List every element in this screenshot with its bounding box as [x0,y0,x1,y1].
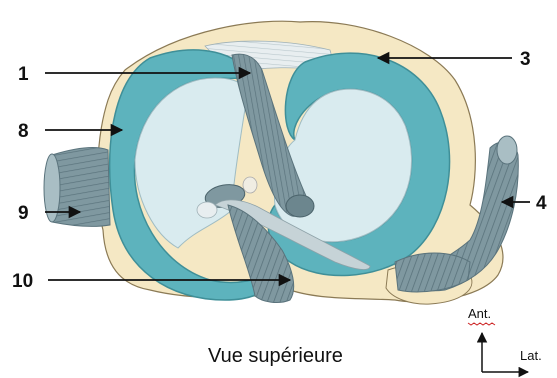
label-1: 1 [18,64,29,85]
label-10: 10 [12,271,33,292]
orientation-lateral-label: Lat. [520,348,542,363]
acl-stump [286,195,314,217]
label-9: 9 [18,203,29,224]
orientation-anterior-label: Ant. [468,306,491,321]
label-8: 8 [18,121,29,142]
label-4: 4 [536,193,547,214]
spell-underline [468,323,495,325]
lcl-end [497,136,517,164]
view-caption: Vue supérieure [208,345,343,367]
tibial-spine [243,177,257,193]
posterior-horn-attachment [197,202,217,218]
label-3: 3 [520,49,531,70]
